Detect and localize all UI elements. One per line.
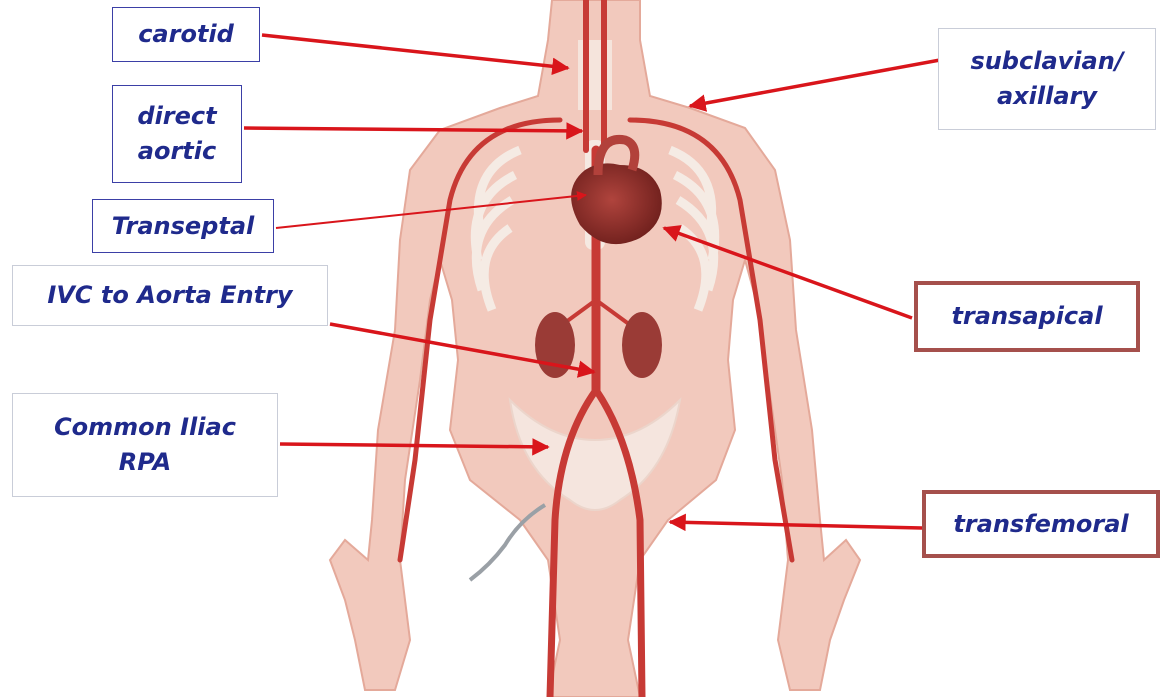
label-transfemoral: transfemoral [922, 490, 1160, 558]
arrow-subclavian [690, 60, 940, 106]
label-direct-aortic-line1: direct [137, 99, 216, 134]
label-subclavian-line2: axillary [970, 79, 1123, 114]
label-transeptal-text: Transeptal [112, 209, 255, 244]
label-common-iliac-rpa: Common Iliac RPA [12, 393, 278, 497]
label-subclavian-line1: subclavian/ [970, 44, 1123, 79]
label-transapical-text: transapical [951, 299, 1102, 334]
label-direct-aortic: direct aortic [112, 85, 242, 183]
label-direct-aortic-line2: aortic [137, 134, 216, 169]
label-subclavian-axillary: subclavian/ axillary [938, 28, 1156, 130]
label-transeptal: Transeptal [92, 199, 274, 253]
label-ivc-to-aorta-text: IVC to Aorta Entry [47, 278, 292, 313]
label-common-iliac-line1: Common Iliac [54, 410, 236, 445]
label-transapical: transapical [914, 281, 1140, 352]
kidney-right [622, 312, 662, 378]
label-common-iliac-line2: RPA [54, 445, 236, 480]
label-carotid-text: carotid [138, 17, 234, 52]
label-transfemoral-text: transfemoral [953, 507, 1128, 542]
label-carotid: carotid [112, 7, 260, 62]
label-ivc-to-aorta-entry: IVC to Aorta Entry [12, 265, 328, 326]
arrow-carotid [262, 35, 568, 68]
